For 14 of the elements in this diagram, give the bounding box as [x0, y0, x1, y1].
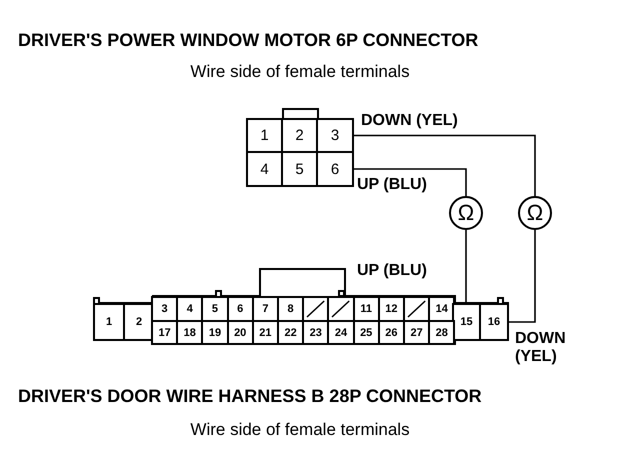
wire: [354, 134, 536, 196]
subheading: Wire side of female terminals: [189, 420, 411, 440]
subheading: Wire side of female terminals: [189, 62, 411, 82]
wire-label: DOWN (YEL): [361, 112, 458, 130]
heading: DRIVER'S POWER WINDOW MOTOR 6P CONNECTOR: [18, 30, 478, 51]
wire-label: UP (BLU): [357, 262, 427, 280]
wire: [354, 168, 467, 196]
wire-label: UP (BLU): [357, 176, 427, 194]
ohmmeter-symbol: Ω: [449, 196, 483, 230]
ohmmeter-symbol: Ω: [518, 196, 552, 230]
wire: [465, 230, 467, 303]
wire: [509, 230, 536, 323]
wire-label: DOWN (YEL): [515, 330, 567, 366]
heading: DRIVER'S DOOR WIRE HARNESS B 28P CONNECTOR: [18, 386, 482, 407]
